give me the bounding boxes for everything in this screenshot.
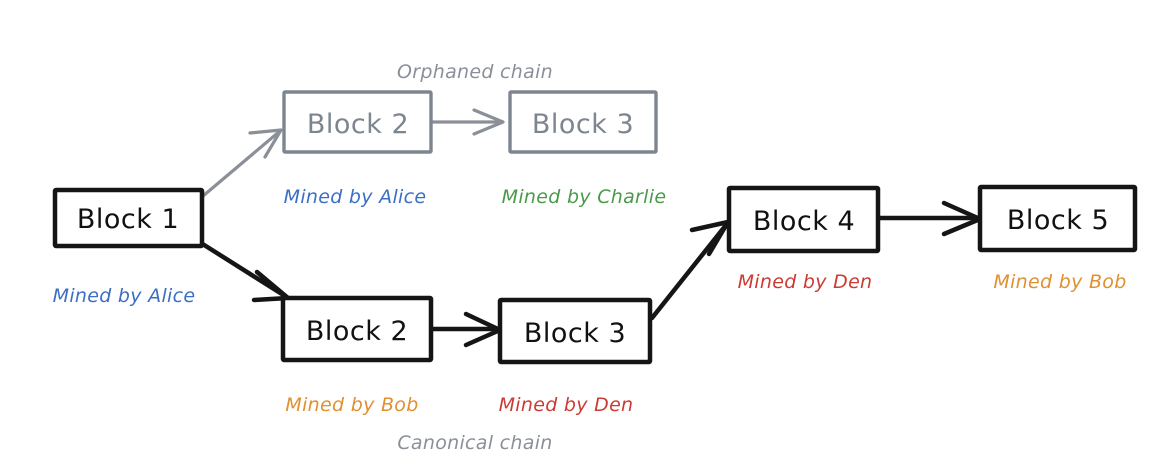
- block-1-title: Block 1: [77, 204, 179, 235]
- block-2-title: Block 2: [306, 316, 408, 347]
- block-node-block-4[interactable]: Block 4 Mined by Den: [726, 185, 881, 293]
- orphan-block-3-box[interactable]: [508, 90, 658, 154]
- block-5-miner-label: Mined by Bob: [993, 271, 1126, 293]
- edge-block-1-to-orphan-block-2: [201, 128, 283, 198]
- block-node-orphan-block-2[interactable]: Block 2 Mined by Alice: [282, 90, 433, 208]
- block-4-miner-label: Mined by Den: [738, 271, 873, 293]
- block-node-orphan-block-3[interactable]: Block 3 Mined by Charlie: [502, 90, 667, 208]
- edge-orphan-block-2-to-orphan-block-3: [430, 108, 505, 136]
- block-4-title: Block 4: [753, 206, 855, 237]
- orphan-block-3-title: Block 3: [532, 109, 634, 140]
- canonical-chain-label: Canonical chain: [397, 432, 552, 454]
- edge-block-3-to-block-4: [649, 219, 731, 321]
- block-5-title: Block 5: [1007, 205, 1109, 236]
- block-5-box[interactable]: [977, 184, 1138, 253]
- orphaned-chain-label: Orphaned chain: [397, 61, 553, 83]
- block-1-miner-label: Mined by Alice: [53, 285, 196, 307]
- edge-block-4-to-block-5: [876, 200, 983, 237]
- block-3-miner-label: Mined by Den: [499, 394, 634, 416]
- orphan-block-3-miner-label: Mined by Charlie: [502, 186, 667, 208]
- block-2-box[interactable]: [280, 295, 434, 363]
- orphan-block-2-title: Block 2: [307, 109, 409, 140]
- block-node-block-5[interactable]: Block 5 Mined by Bob: [977, 184, 1138, 293]
- block-node-block-2[interactable]: Block 2 Mined by Bob: [280, 295, 434, 416]
- block-2-miner-label: Mined by Bob: [285, 394, 418, 416]
- block-node-block-1[interactable]: Block 1 Mined by Alice: [52, 187, 205, 307]
- orphan-block-2-box[interactable]: [282, 90, 433, 154]
- block-node-block-3[interactable]: Block 3 Mined by Den: [497, 297, 653, 416]
- orphan-block-2-miner-label: Mined by Alice: [284, 186, 427, 208]
- block-1-box[interactable]: [52, 187, 205, 249]
- block-3-title: Block 3: [524, 318, 626, 349]
- block-4-box[interactable]: [726, 185, 881, 254]
- edge-block-1-to-block-2: [198, 240, 291, 303]
- edge-block-2-to-block-3: [429, 311, 503, 348]
- block-3-box[interactable]: [497, 297, 653, 365]
